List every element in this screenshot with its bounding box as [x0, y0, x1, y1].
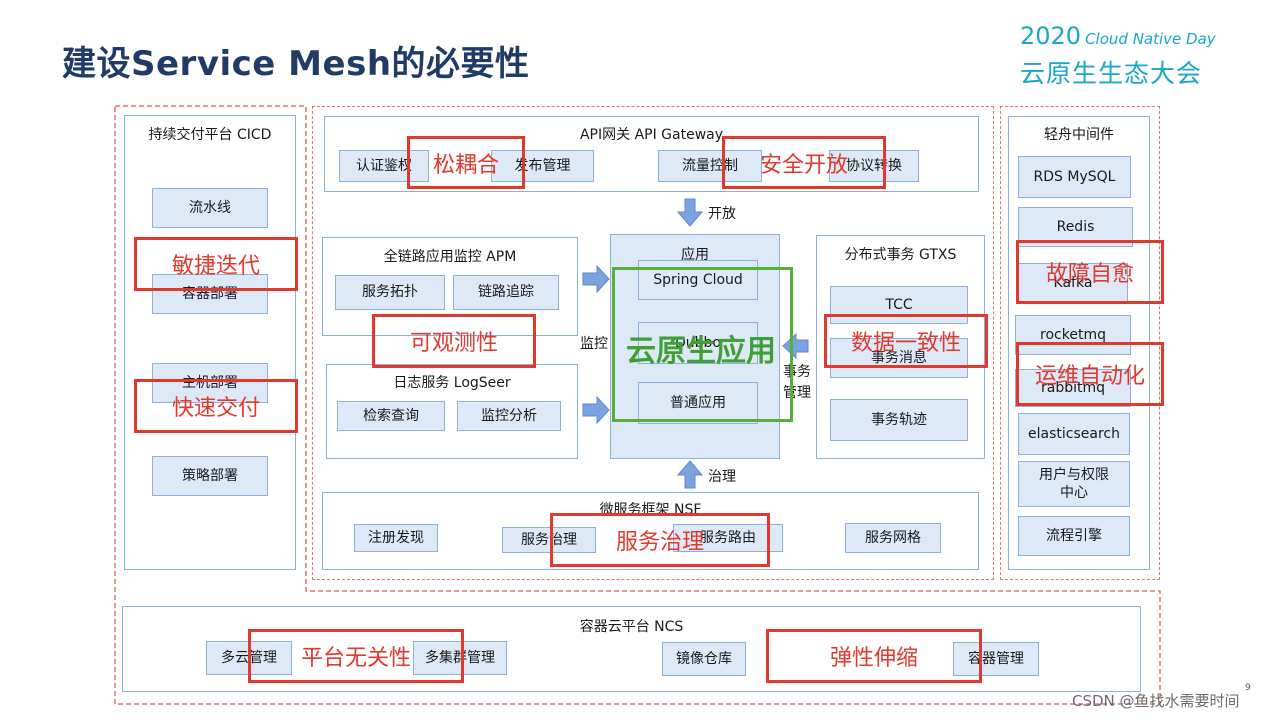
arrow-right-apm [582, 264, 610, 294]
arrow-right-log [582, 395, 610, 425]
apm-tracing: 链路追踪 [453, 275, 559, 310]
cicd-policy-deploy: 策略部署 [152, 456, 268, 496]
annotation-secure-open: 安全开放 [722, 136, 886, 189]
app-dubbo: Dubbo [638, 322, 758, 364]
page-title: 建设Service Mesh的必要性 [62, 44, 530, 84]
gateway-auth: 认证鉴权 [339, 150, 429, 182]
logseer-analysis: 监控分析 [457, 401, 561, 431]
ncs-container-mgmt: 容器管理 [953, 642, 1039, 676]
open-label: 开放 [708, 206, 736, 222]
apm-title: 全链路应用监控 APM [383, 249, 517, 265]
brand-event: Cloud Native Day [1085, 30, 1216, 48]
page-number: 9 [1245, 683, 1251, 693]
monitor-label: 监控 [580, 336, 608, 352]
core-region [312, 106, 994, 580]
gtxs-title: 分布式事务 GTXS [844, 247, 957, 263]
logseer-title: 日志服务 LogSeer [393, 375, 511, 391]
gtxs-tx-trace: 事务轨迹 [830, 399, 968, 441]
middleware-title: 轻舟中间件 [1044, 127, 1114, 143]
annotation-platform-agnostic: 平台无关性 [248, 629, 464, 683]
gateway-title: API网关 API Gateway [579, 127, 724, 143]
nsf-mesh: 服务网格 [845, 523, 941, 553]
cloud-native-label: 云原生应用 [626, 334, 776, 369]
mw-rocketmq: rocketmq [1015, 315, 1131, 355]
apm-topology: 服务拓扑 [335, 275, 445, 310]
app-title: 应用 [681, 247, 709, 263]
annotation-service-governance: 服务治理 [550, 513, 770, 567]
annotation-consistency: 数据一致性 [824, 314, 988, 368]
gtxs-tcc: TCC [830, 286, 968, 324]
nsf-registry: 注册发现 [354, 524, 438, 552]
cicd-host-deploy: 主机部署 [152, 363, 268, 403]
app-spring-cloud: Spring Cloud [638, 260, 758, 300]
arrow-left-gtxs [782, 332, 809, 360]
brand-year: 2020 [1020, 22, 1082, 50]
governance-label: 治理 [708, 469, 736, 485]
gateway-traffic: 流量控制 [658, 150, 762, 182]
annotation-agile: 敏捷迭代 [134, 237, 298, 291]
ncs-image-registry: 镜像仓库 [662, 642, 746, 676]
annotation-loose-coupling: 松耦合 [407, 136, 525, 189]
ncs-title: 容器云平台 NCS [579, 619, 684, 635]
brand-cn: 云原生生态大会 [1020, 59, 1203, 88]
logseer-search: 检索查询 [337, 401, 445, 431]
mw-rabbitmq: rabbitmq [1015, 369, 1131, 407]
gtxs-tx-message: 事务消息 [830, 338, 968, 378]
gateway-release: 发布管理 [491, 150, 594, 182]
annotation-ops-automation: 运维自动化 [1016, 342, 1164, 406]
watermark: CSDN @鱼找水需要时间 [1072, 692, 1240, 710]
mw-rds-mysql: RDS MySQL [1018, 156, 1131, 198]
cloud-native-highlight [612, 267, 793, 422]
cicd-container-deploy: 容器部署 [152, 274, 268, 314]
mw-elasticsearch: elasticsearch [1018, 413, 1130, 455]
gateway-protocol: 协议转换 [829, 150, 919, 182]
mw-user-permission: 用户与权限中心 [1018, 461, 1130, 507]
annotation-fault-healing: 故障自愈 [1016, 240, 1164, 304]
arrow-down-open [676, 198, 704, 227]
mw-kafka: Kafka [1018, 263, 1128, 303]
cicd-title: 持续交付平台 CICD [148, 127, 272, 143]
ncs-multi-cluster: 多集群管理 [413, 641, 507, 675]
annotation-fast-delivery: 快速交付 [134, 379, 298, 433]
mw-workflow-engine: 流程引擎 [1018, 516, 1130, 556]
app-normal: 普通应用 [638, 382, 758, 424]
annotation-elastic-scaling: 弹性伸缩 [766, 629, 982, 683]
arrow-up-govern [676, 460, 704, 489]
nsf-governance: 服务治理 [502, 527, 596, 553]
cicd-pipeline: 流水线 [152, 188, 268, 228]
nsf-routing: 服务路由 [673, 524, 783, 552]
annotation-observability: 可观测性 [372, 314, 536, 368]
